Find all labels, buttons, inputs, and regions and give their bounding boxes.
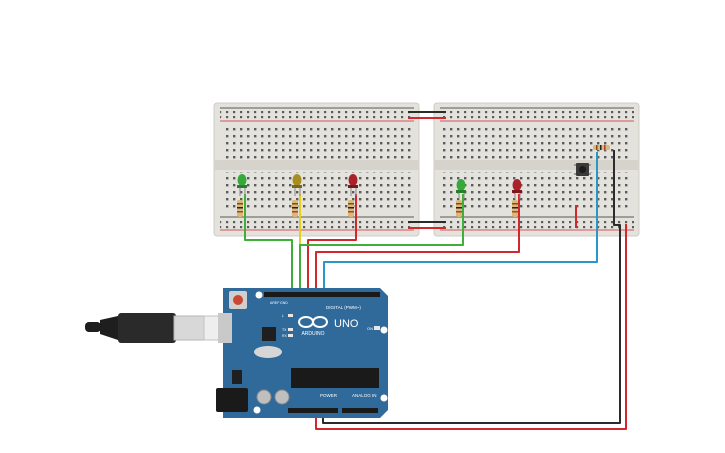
green-led-icon[interactable]	[456, 179, 466, 199]
usb-chip	[262, 327, 276, 341]
wire-blue	[323, 152, 598, 296]
tx-led	[288, 328, 293, 331]
gnd-label: GND	[280, 301, 288, 305]
rx-label: RX	[282, 334, 288, 338]
breadboard-left	[213, 102, 420, 237]
olive-led-icon[interactable]	[292, 174, 302, 196]
mount-hole	[253, 406, 261, 414]
wire-green-2	[299, 194, 464, 296]
digital-header	[264, 292, 380, 297]
wire-black-gnd	[322, 150, 621, 424]
on-led	[374, 326, 380, 330]
wire-red-1	[307, 194, 357, 296]
arduino-logo-icon	[298, 316, 328, 328]
brand-text: ARDUINO	[301, 331, 324, 337]
reset-button[interactable]	[229, 291, 247, 309]
resistor-icon[interactable]	[593, 145, 610, 150]
mount-hole	[255, 291, 263, 299]
rx-led	[288, 334, 293, 337]
analog-header	[342, 408, 378, 413]
resistor-icon[interactable]	[456, 200, 462, 217]
pushbutton-icon[interactable]	[574, 163, 591, 176]
mount-hole	[380, 394, 388, 402]
tx-label: TX	[282, 328, 287, 332]
capacitor-icon	[274, 389, 290, 405]
power-header	[288, 408, 338, 413]
red-led-icon[interactable]	[512, 179, 522, 199]
power-jack	[216, 388, 248, 412]
wires	[244, 150, 627, 430]
atmega-chip	[291, 368, 379, 388]
resistor-icon[interactable]	[292, 200, 298, 217]
power-label: POWER	[320, 393, 338, 398]
mount-hole	[380, 326, 388, 334]
crystal-icon	[254, 346, 282, 358]
red-led-icon[interactable]	[348, 174, 358, 196]
l-led	[288, 314, 293, 317]
usb-port	[218, 313, 232, 343]
analog-label: ANALOG IN	[352, 393, 377, 398]
wire-red-2	[315, 194, 520, 296]
digital-label: DIGITAL (PWM~)	[326, 305, 361, 310]
breadboard-right	[433, 102, 640, 237]
green-led-icon[interactable]	[237, 174, 247, 196]
resistor-icon[interactable]	[237, 200, 243, 217]
usb-cable-icon	[85, 313, 225, 343]
wire-red-5v	[315, 224, 627, 430]
resistor-icon[interactable]	[348, 200, 354, 217]
l-label: L	[282, 314, 284, 318]
arduino-uno-board[interactable]: ARDUINO UNO DIGITAL (PWM~) POWER ANALOG …	[216, 288, 388, 418]
model-text: UNO	[334, 318, 359, 330]
aref-label: AREF	[270, 301, 279, 305]
regulator-icon	[232, 370, 242, 384]
rail-bridge-wires	[408, 111, 446, 229]
wire-green-1	[244, 194, 293, 296]
capacitor-icon	[256, 389, 272, 405]
on-label: ON	[367, 326, 373, 331]
resistor-icon[interactable]	[512, 200, 518, 217]
